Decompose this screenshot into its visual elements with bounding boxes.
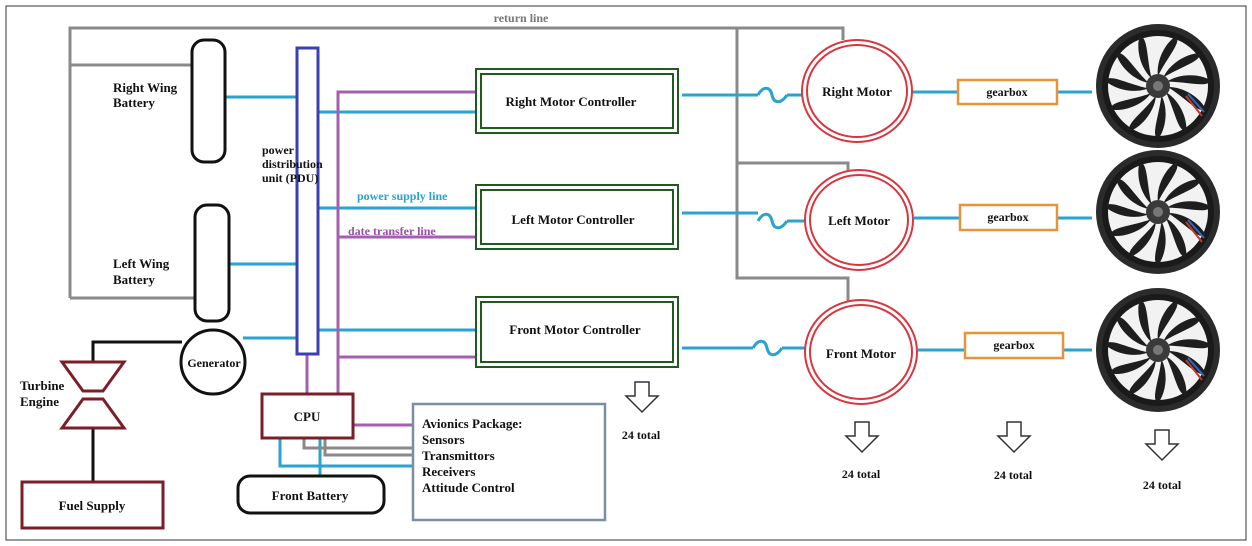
avionics-title: Avionics Package: [422, 416, 523, 431]
avionics-item: Receivers [422, 464, 475, 479]
down-arrow-icon [625, 381, 659, 413]
data-transfer-line-label: date transfer line [348, 224, 436, 238]
return-line-label: return line [494, 11, 549, 25]
gearbox-left-label: gearbox [987, 210, 1028, 224]
generator: Generator [179, 328, 247, 396]
generator-label: Generator [187, 356, 241, 370]
power-supply-lines [214, 90, 1092, 476]
gearbox-front: gearbox [963, 331, 1065, 360]
right-motor-label: Right Motor [822, 84, 892, 99]
avionics-package: Avionics Package: Sensors Transmittors R… [411, 402, 607, 522]
front-motor: Front Motor [804, 299, 918, 405]
front-motor-controller: Front Motor Controller [475, 296, 679, 368]
down-arrow-icon [997, 421, 1031, 453]
diagram-frame [5, 5, 1247, 541]
total-fans-label: 24 total [1143, 478, 1182, 492]
right-wing-battery-label-2: Battery [113, 95, 155, 110]
left-wing-battery-label: Left Wing [113, 256, 170, 271]
front-motor-label: Front Motor [826, 346, 896, 361]
fuel-supply: Fuel Supply [20, 480, 165, 530]
avionics-item: Transmittors [422, 448, 495, 463]
engine-links [91, 340, 182, 482]
right-wing-battery [190, 38, 227, 164]
down-arrow-icon [845, 421, 879, 453]
cpu: CPU [260, 392, 355, 440]
avionics-links [302, 438, 413, 457]
pdu-label-2: distribution [262, 157, 323, 171]
avionics-item: Attitude Control [422, 480, 515, 495]
total-motors-label: 24 total [842, 467, 881, 481]
gearbox-right: gearbox [956, 78, 1059, 106]
left-wing-battery [193, 203, 231, 323]
ducted-fan-icon [1095, 23, 1221, 149]
gearbox-front-label: gearbox [993, 338, 1034, 352]
right-wing-battery-label: Right Wing [113, 80, 178, 95]
pdu-label-3: unit (PDU) [262, 171, 318, 185]
left-motor-label: Left Motor [828, 213, 890, 228]
data-transfer-lines [305, 90, 476, 427]
right-motor-controller-label: Right Motor Controller [506, 94, 637, 109]
power-supply-line-label: power supply line [357, 189, 448, 203]
front-battery-label: Front Battery [272, 488, 349, 503]
avionics-item: Sensors [422, 432, 465, 447]
pdu-label: power [262, 143, 295, 157]
turbine-engine-label-2: Engine [20, 394, 59, 409]
left-motor: Left Motor [804, 169, 914, 271]
pdu-bar [295, 46, 320, 356]
total-gearboxes-label: 24 total [994, 468, 1033, 482]
fuel-supply-label: Fuel Supply [59, 498, 126, 513]
gearbox-left: gearbox [958, 203, 1059, 232]
front-motor-controller-label: Front Motor Controller [509, 322, 641, 337]
gearbox-right-label: gearbox [986, 85, 1027, 99]
ducted-fan-icon [1095, 287, 1221, 413]
return-line [68, 26, 850, 304]
total-controllers-label: 24 total [622, 428, 661, 442]
left-motor-controller-label: Left Motor Controller [512, 212, 635, 227]
left-wing-battery-label-2: Battery [113, 272, 155, 287]
right-motor: Right Motor [801, 39, 913, 143]
turbine-engine-label: Turbine [20, 378, 65, 393]
ducted-fan-icon [1095, 149, 1221, 275]
down-arrow-icon [1145, 429, 1179, 461]
turbine-engine [59, 360, 127, 430]
left-motor-controller: Left Motor Controller [475, 184, 679, 250]
cpu-label: CPU [294, 409, 321, 424]
front-battery: Front Battery [236, 474, 386, 515]
fuse-icon [751, 86, 789, 357]
right-motor-controller: Right Motor Controller [475, 68, 679, 134]
